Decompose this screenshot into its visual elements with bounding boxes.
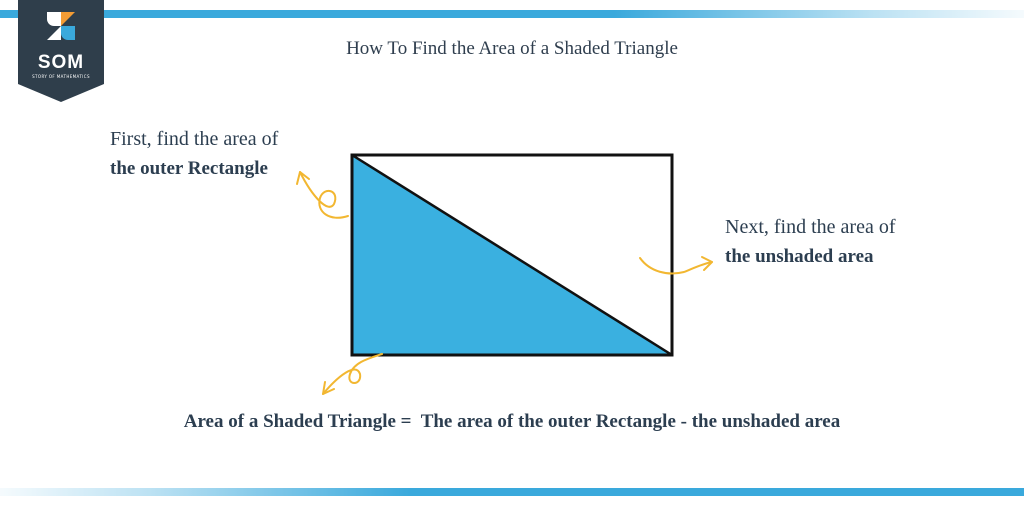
formula-lhs: Area of a Shaded Triangle =	[183, 411, 412, 432]
logo-wordmark: SOM	[37, 52, 85, 73]
top-accent-bar	[0, 10, 1024, 18]
logo-badge-shape	[18, 0, 104, 102]
bottom-accent-bar	[0, 488, 1024, 496]
diagonal-line	[351, 153, 673, 357]
page-title: How To Find the Area of a Shaded Triangl…	[346, 38, 678, 59]
label-left-line2: the outer Rectangle	[110, 158, 268, 179]
label-outer-rectangle: First, find the area of the outer Rectan…	[110, 125, 278, 183]
logo-tagline: STORY OF MATHEMATICS	[32, 74, 90, 79]
label-right-line1: Next, find the area of	[725, 216, 896, 238]
label-unshaded-area: Next, find the area of the unshaded area	[725, 213, 895, 271]
curly-arrow-left	[296, 171, 349, 219]
som-logo	[18, 0, 104, 102]
formula-rhs: The area of the outer Rectangle - the un…	[420, 411, 841, 432]
logo-mark-icon	[47, 12, 75, 40]
outer-rectangle	[350, 153, 674, 357]
label-left-line1: First, find the area of	[110, 128, 279, 150]
curly-arrow-bottom	[322, 353, 383, 395]
label-right-line2: the unshaded area	[725, 246, 874, 267]
curly-arrow-right	[639, 256, 713, 275]
area-formula: Area of a Shaded Triangle = The area of …	[0, 411, 1024, 433]
